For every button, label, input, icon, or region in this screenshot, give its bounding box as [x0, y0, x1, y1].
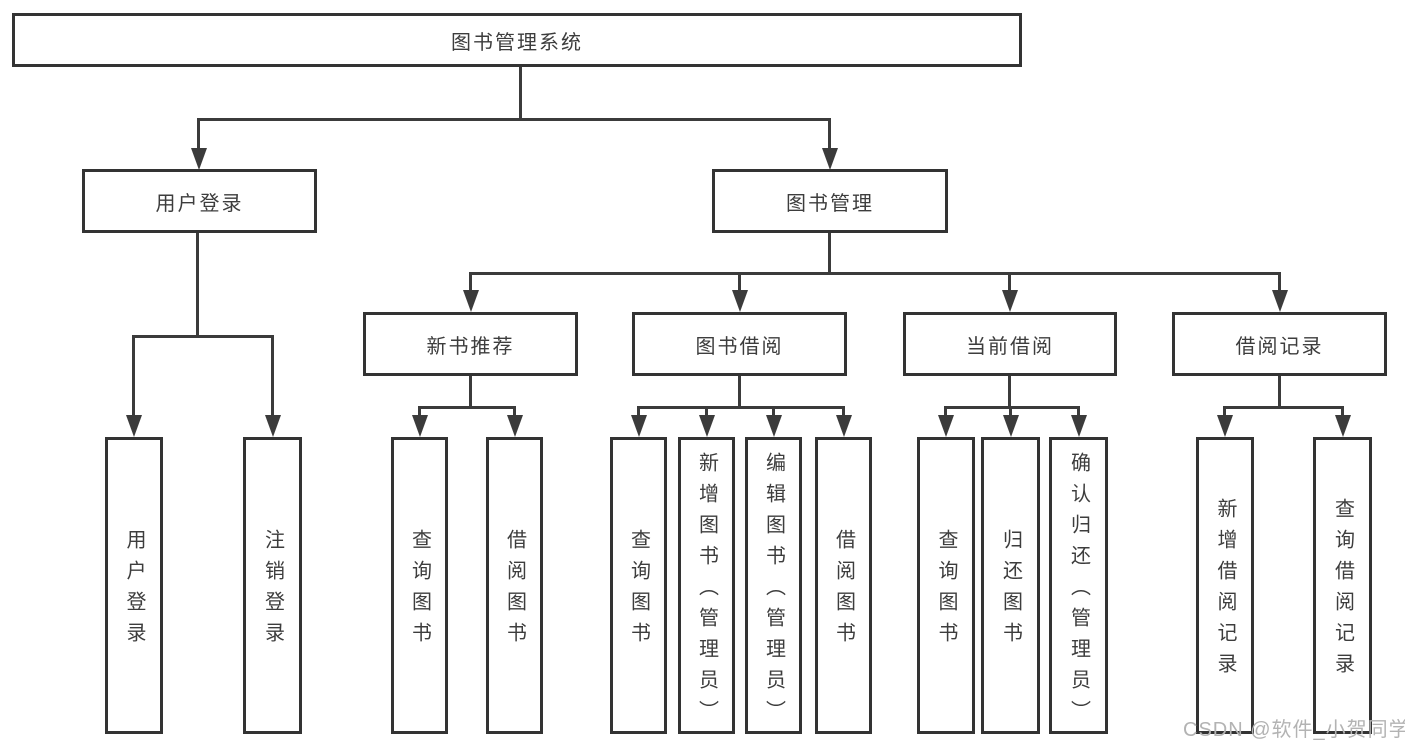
arrow-down-icon	[126, 415, 142, 437]
connector-vertical-line	[1223, 406, 1226, 418]
arrow-down-icon	[1272, 290, 1288, 312]
connector-vertical-line	[469, 272, 472, 294]
node-user-login: 用户登录	[82, 169, 317, 233]
arrow-down-icon	[412, 415, 428, 437]
leaf-query-books-recommend: 查询图书	[391, 437, 448, 734]
leaf-label: 查询图书	[935, 529, 957, 653]
connector-vertical-line	[1278, 272, 1281, 294]
connector-horizontal-line	[197, 118, 831, 121]
arrow-down-icon	[463, 290, 479, 312]
arrow-down-icon	[699, 415, 715, 437]
connector-vertical-line	[828, 118, 831, 152]
connector-vertical-line	[828, 233, 831, 272]
leaf-query-books-current: 查询图书	[917, 437, 975, 734]
leaf-user-login: 用户登录	[105, 437, 163, 734]
arrow-down-icon	[1071, 415, 1087, 437]
arrow-down-icon	[1335, 415, 1351, 437]
connector-horizontal-line	[944, 406, 1080, 409]
arrow-down-icon	[1002, 290, 1018, 312]
node-label: 借阅记录	[1235, 335, 1324, 358]
connector-vertical-line	[944, 406, 947, 418]
connector-horizontal-line	[132, 335, 274, 338]
connector-vertical-line	[637, 406, 640, 418]
leaf-add-books-admin: 新增图书（管理员）	[678, 437, 735, 734]
leaf-label: 确认归还（管理员）	[1067, 451, 1090, 731]
connector-horizontal-line	[418, 406, 516, 409]
connector-horizontal-line	[637, 406, 844, 409]
arrow-down-icon	[507, 415, 523, 437]
node-label: 用户登录	[155, 192, 244, 215]
node-label: 图书管理	[786, 192, 874, 215]
arrow-down-icon	[766, 415, 782, 437]
connector-vertical-line	[1008, 375, 1011, 406]
leaf-label: 用户登录	[123, 529, 145, 653]
connector-vertical-line	[1009, 406, 1012, 418]
node-new-book-recommend: 新书推荐	[363, 312, 578, 376]
connector-vertical-line	[738, 376, 741, 406]
connector-vertical-line	[271, 335, 274, 417]
node-book-borrow: 图书借阅	[632, 312, 847, 376]
connector-horizontal-line	[1223, 406, 1344, 409]
leaf-borrow-books-recommend: 借阅图书	[486, 437, 543, 734]
node-borrow-records: 借阅记录	[1172, 312, 1387, 376]
leaf-label: 编辑图书（管理员）	[762, 451, 785, 731]
connector-vertical-line	[132, 335, 135, 417]
leaf-add-borrow-record: 新增借阅记录	[1196, 437, 1254, 734]
leaf-label: 新增图书（管理员）	[695, 451, 718, 731]
leaf-edit-books-admin: 编辑图书（管理员）	[745, 437, 802, 734]
watermark: CSDN @软件_小贺同学	[1183, 719, 1405, 741]
connector-vertical-line	[469, 376, 472, 406]
arrow-down-icon	[265, 415, 281, 437]
leaf-return-books: 归还图书	[981, 437, 1040, 734]
leaf-label: 查询借阅记录	[1331, 498, 1354, 684]
arrow-down-icon	[191, 148, 207, 170]
leaf-query-books-borrow: 查询图书	[610, 437, 667, 734]
leaf-label: 借阅图书	[503, 529, 526, 653]
connector-vertical-line	[519, 67, 522, 118]
node-label: 图书管理系统	[451, 31, 583, 54]
arrow-down-icon	[822, 148, 838, 170]
connector-vertical-line	[197, 118, 200, 152]
arrow-down-icon	[836, 415, 852, 437]
connector-vertical-line	[738, 272, 741, 294]
connector-horizontal-line	[469, 272, 1281, 275]
connector-vertical-line	[1341, 406, 1344, 418]
node-current-borrow: 当前借阅	[903, 312, 1117, 376]
leaf-label: 借阅图书	[832, 529, 855, 653]
connector-vertical-line	[418, 406, 421, 418]
connector-vertical-line	[705, 406, 708, 418]
leaf-label: 查询图书	[627, 529, 650, 653]
connector-vertical-line	[513, 406, 516, 418]
node-label: 图书借阅	[695, 335, 784, 358]
leaf-label: 归还图书	[999, 529, 1022, 653]
node-library-management-system: 图书管理系统	[12, 13, 1022, 67]
arrow-down-icon	[938, 415, 954, 437]
leaf-label: 注销登录	[261, 529, 284, 653]
arrow-down-icon	[1217, 415, 1233, 437]
node-label: 当前借阅	[966, 335, 1054, 358]
node-label: 新书推荐	[426, 335, 515, 358]
connector-vertical-line	[772, 406, 775, 418]
connector-vertical-line	[1008, 272, 1011, 294]
leaf-query-borrow-record: 查询借阅记录	[1313, 437, 1372, 734]
leaf-borrow-books: 借阅图书	[815, 437, 872, 734]
leaf-label: 新增借阅记录	[1214, 498, 1236, 684]
arrow-down-icon	[1003, 415, 1019, 437]
leaf-label: 查询图书	[408, 529, 431, 653]
connector-vertical-line	[1278, 374, 1281, 406]
connector-vertical-line	[842, 406, 845, 418]
arrow-down-icon	[732, 290, 748, 312]
arrow-down-icon	[631, 415, 647, 437]
node-book-management: 图书管理	[712, 169, 948, 233]
connector-vertical-line	[1077, 406, 1080, 418]
connector-vertical-line	[196, 233, 199, 335]
leaf-confirm-return-admin: 确认归还（管理员）	[1049, 437, 1108, 734]
leaf-logout: 注销登录	[243, 437, 302, 734]
